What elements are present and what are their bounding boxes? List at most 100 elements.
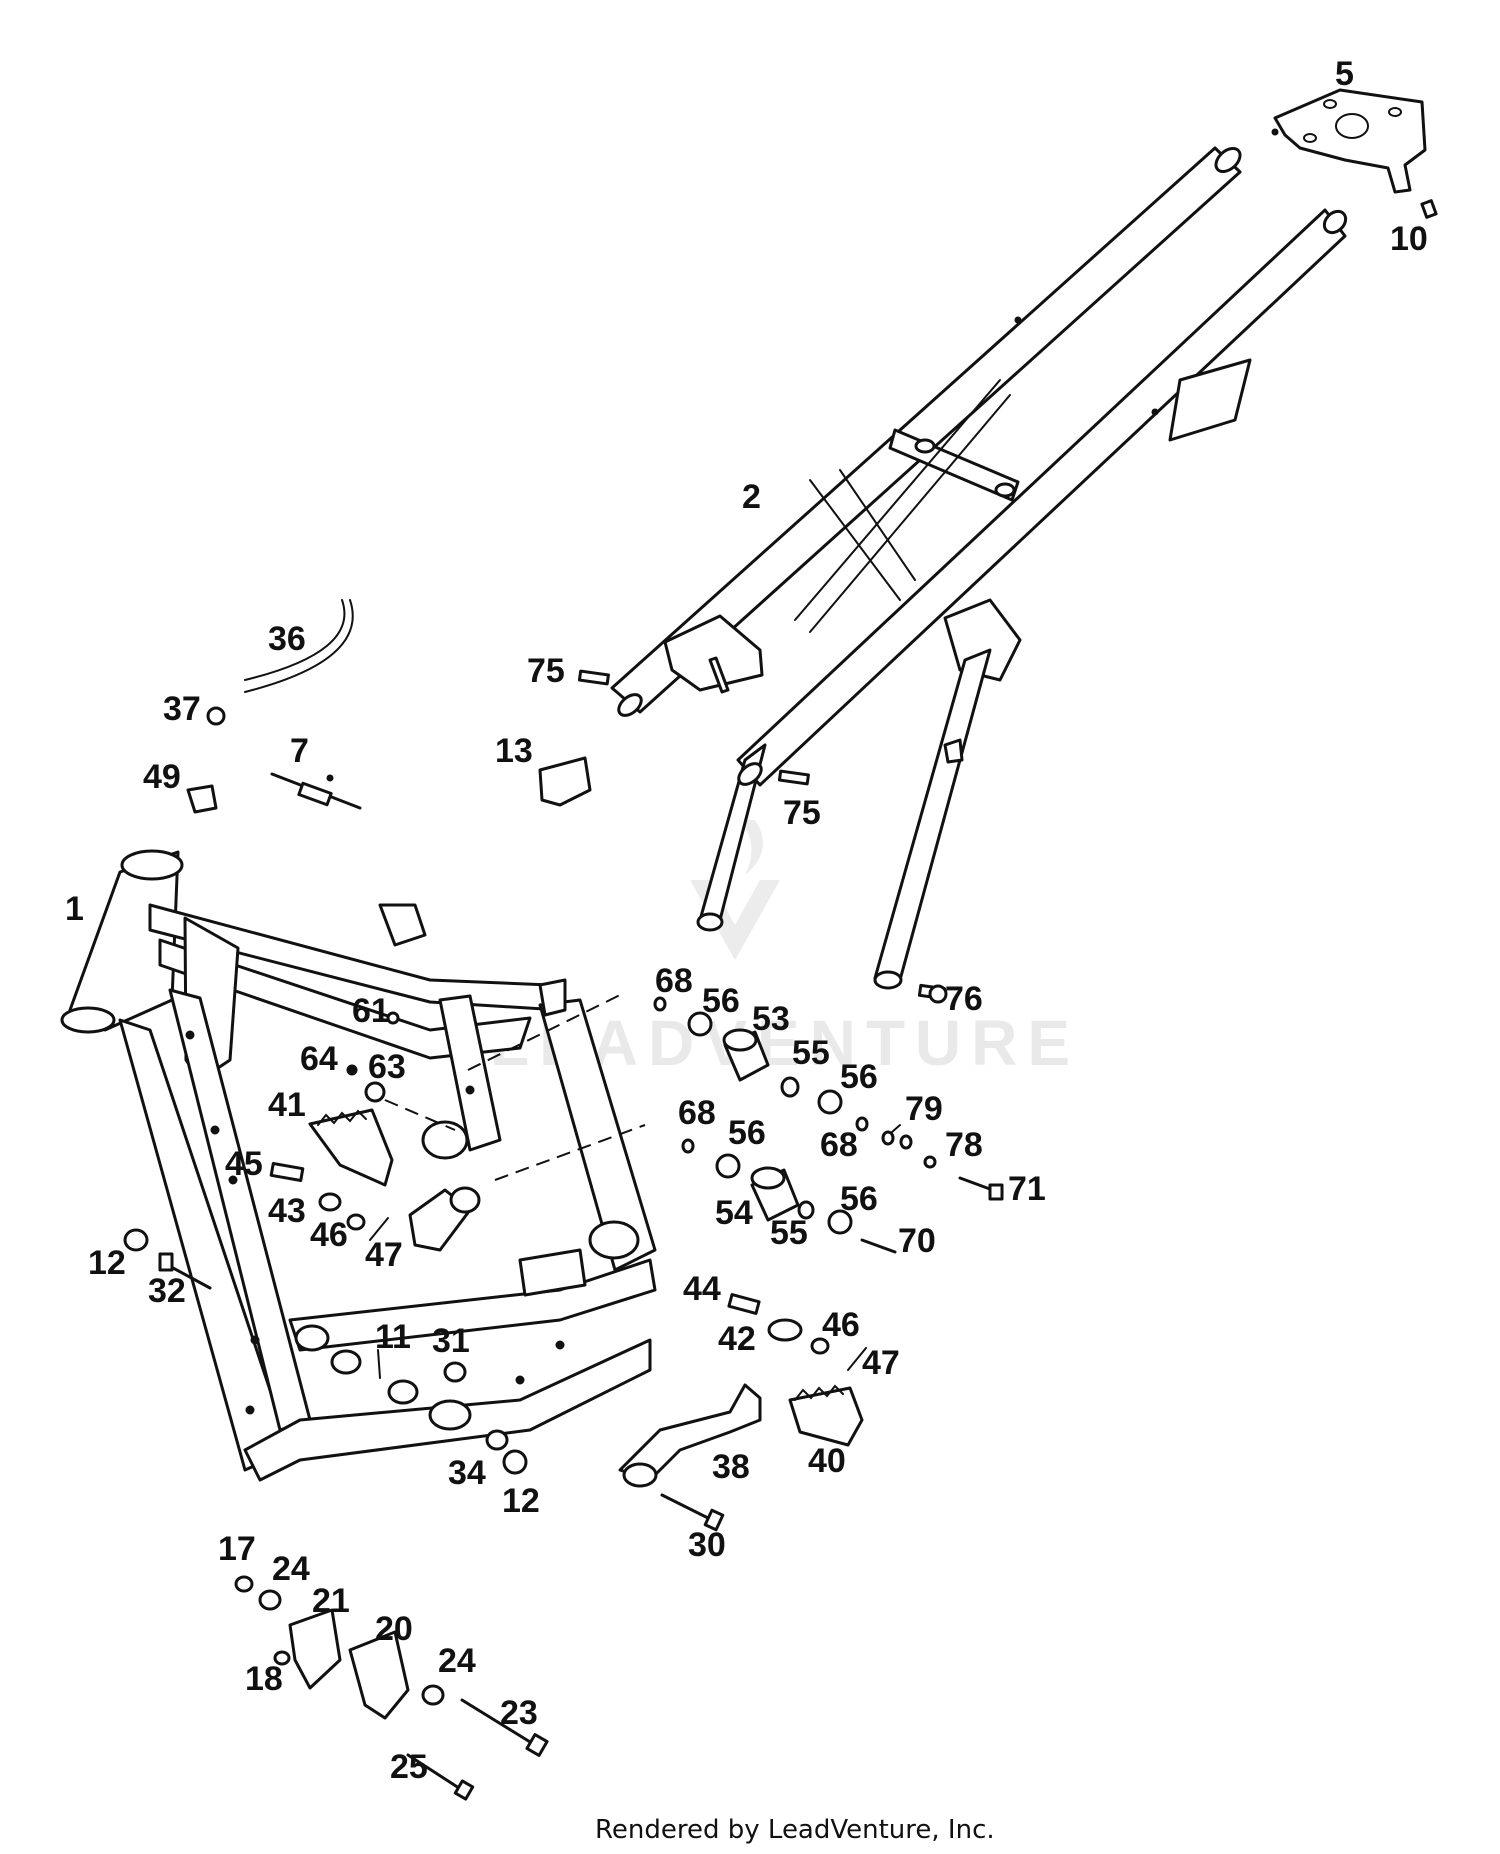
part-20-bracket [348,1630,410,1720]
part-45-pin [269,1161,305,1183]
callout-56-d: 56 [840,1180,878,1218]
part-34-nut [485,1429,509,1451]
part-47-pin-left [369,1217,389,1241]
part-70-bolt [860,1238,897,1254]
callout-32: 32 [148,1272,186,1310]
part-36-hose [244,599,354,693]
callout-31: 31 [432,1322,470,1360]
part-30-bolt [660,1493,725,1532]
callout-53: 53 [752,1000,790,1038]
part-5-plate [1271,88,1427,194]
callout-56-a: 56 [702,982,740,1020]
part-56-bush-d [827,1209,853,1235]
callout-63: 63 [368,1048,406,1086]
callout-46-a: 46 [310,1216,348,1254]
part-78-washer [923,1155,937,1169]
part-76-bolt [917,983,948,1004]
callout-38: 38 [712,1448,750,1486]
part-55-spacer-a [780,1076,800,1098]
callout-64: 64 [300,1040,338,1078]
callout-47-b: 47 [862,1344,900,1382]
callout-12-a: 12 [88,1244,126,1282]
callout-45: 45 [225,1145,263,1183]
part-56-bush-b [817,1089,843,1115]
callout-37: 37 [163,690,201,728]
callout-24-a: 24 [272,1550,310,1588]
part-55-spacer-b [797,1200,815,1220]
callout-76: 76 [945,980,983,1018]
part-46-washer-right [810,1337,830,1355]
part-21-bracket [288,1608,342,1690]
part-56-bush-c [715,1153,741,1179]
callout-36: 36 [268,620,306,658]
callout-43: 43 [268,1192,306,1230]
callout-10: 10 [1390,220,1428,258]
part-68-washer-b [681,1138,695,1154]
part-68-washer-a [653,996,667,1012]
part-63-bushing [364,1081,386,1103]
callout-labels: 5 10 2 36 75 37 13 7 49 75 1 68 56 76 61… [65,55,1428,1786]
footer-credit: Rendered by LeadVenture, Inc. [595,1815,995,1845]
part-2-subframe [610,146,1348,990]
part-37-clip [206,706,226,726]
callout-21: 21 [312,1582,350,1620]
part-49-fitting [186,784,218,814]
callout-68-a: 68 [655,962,693,1000]
callout-42: 42 [718,1320,756,1358]
callout-55-a: 55 [792,1034,830,1072]
part-31-nut [443,1361,467,1383]
callout-18: 18 [245,1660,283,1698]
callout-55-b: 55 [770,1214,808,1252]
callout-34: 34 [448,1454,486,1492]
part-24-washer-b [421,1684,445,1706]
part-68-washer-c [855,1116,869,1132]
part-56-bush-a [687,1011,713,1037]
part-23-bolt [460,1698,549,1757]
callout-47-a: 47 [365,1236,403,1274]
part-13-cover [538,756,592,807]
part-24-washer-a [258,1589,282,1611]
part-12-bushing-right [502,1449,528,1475]
part-32-bolt [158,1252,212,1290]
part-10-screw [1420,199,1438,219]
leader-lines [377,994,646,1379]
part-75-bolt-lower [777,769,810,786]
callout-24-b: 24 [438,1642,476,1680]
part-11-bushing [294,1324,419,1405]
callout-78: 78 [945,1126,983,1164]
callout-49: 49 [143,758,181,796]
part-12-bushing-left [123,1228,149,1252]
callout-61: 61 [352,992,390,1030]
callout-7: 7 [290,732,309,770]
callout-13: 13 [495,732,533,770]
part-1-main-frame [60,849,657,1482]
callout-56-b: 56 [840,1058,878,1096]
part-53-bush [722,1028,770,1082]
callout-20: 20 [375,1610,413,1648]
part-17-nut [234,1575,254,1593]
callout-41: 41 [268,1086,306,1124]
part-71-bolt [958,1176,1004,1201]
callout-17: 17 [218,1530,256,1568]
part-44-pin [727,1293,761,1315]
part-61-nut [386,1011,400,1025]
part-79-washers [881,1124,913,1150]
callout-75-lower: 75 [783,794,821,832]
part-7-valve [270,772,362,810]
part-47-pin-right [847,1347,867,1371]
part-64-screw [346,1064,358,1076]
callout-44: 44 [683,1270,721,1308]
callout-11: 11 [375,1318,411,1356]
part-75-bolt-upper [577,669,610,686]
part-25-bolt [406,1753,475,1801]
part-38-pedal [618,1383,762,1488]
callout-56-c: 56 [728,1114,766,1152]
callout-79: 79 [905,1090,943,1128]
callout-2: 2 [742,478,761,516]
part-42-spring [767,1318,803,1342]
callout-68-b: 68 [678,1094,716,1132]
part-40-footpeg [788,1384,864,1447]
callout-12-b: 12 [502,1482,540,1520]
callout-70: 70 [898,1222,936,1260]
